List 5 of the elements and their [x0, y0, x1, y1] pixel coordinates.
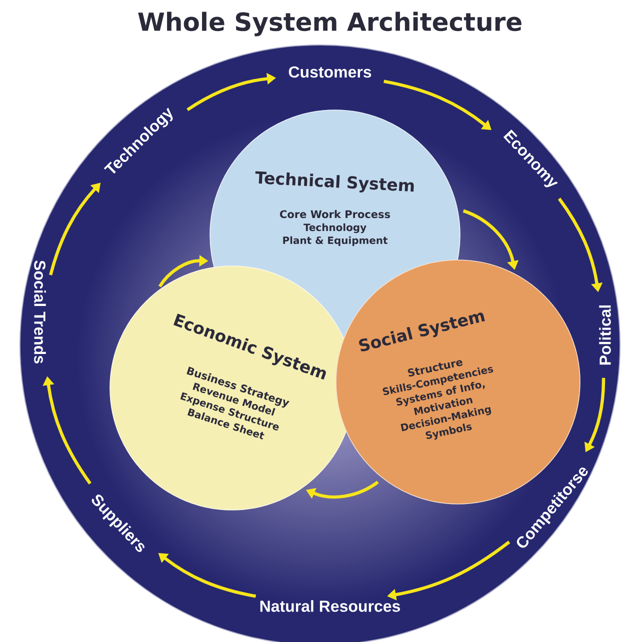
ring-label: Natural Resources [260, 600, 400, 612]
ring-label: Customers [288, 66, 372, 78]
ring-label: Social Trends [34, 260, 46, 364]
ring-label: Political [599, 305, 611, 365]
title: Whole System Architecture [138, 12, 522, 36]
